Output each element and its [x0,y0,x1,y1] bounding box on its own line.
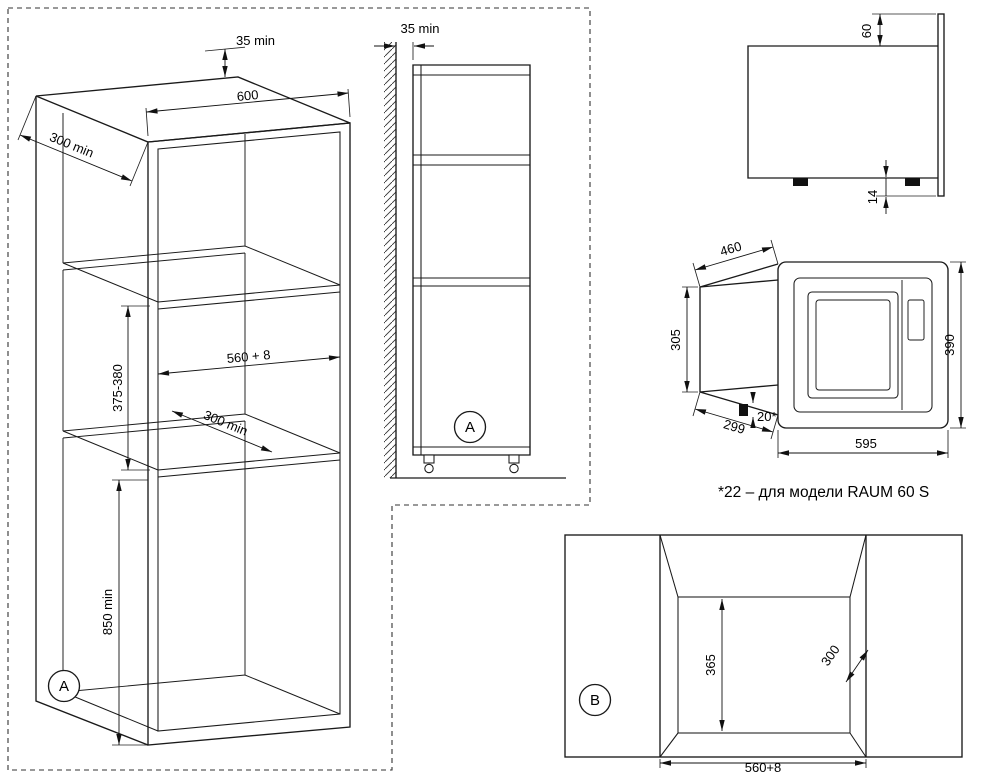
dim-top-overhang: 60 [859,24,874,38]
side-view-label-a: A [465,419,475,436]
cabinet-foot-right [508,454,520,464]
niche-depth-dim-line [171,410,273,453]
niche-width-dim-line [157,355,341,376]
model-footnote: *22 – для модели RAUM 60 S [718,484,929,501]
oven-door-window-outer [807,291,899,399]
lower-height-ext-lines [112,479,148,746]
view-label-a-circle [47,669,81,703]
niche-front-view: 365 300 560+8 B [564,534,963,775]
oven-3d-view: 460 305 299 20* 595 390 *22 – для модели… [668,238,966,501]
oven-depth-dim-line [694,246,774,271]
cabinet-front-face [147,122,351,746]
niche-panel-outline [564,534,963,758]
dim-oven-width: 595 [855,436,877,451]
oven-side-view: 60 14 [747,13,945,214]
oven-body-edges [699,263,779,416]
dim-lower-height: 850 min [100,589,115,635]
dim-oven-depth: 460 [718,238,743,259]
oven-body-side [747,45,938,179]
dim-cabinet-width: 600 [236,87,259,104]
niche-height-ext-lines [121,305,150,471]
width-dim-line [146,91,349,114]
depth-ext-lines [17,95,149,187]
view-label-b: B [590,692,600,709]
oven-front-frame [777,261,949,429]
view-label-a: A [59,678,69,695]
depth-dim-line [19,134,133,182]
dim-foot-height: 20* [757,409,777,424]
oven-front-frame-edge [937,13,945,197]
side-cabinet-outline [412,64,531,456]
cabinet-foot-right-roller [509,463,519,474]
dim-niche-b-height: 365 [703,654,718,676]
dim-niche-height: 375-380 [110,364,125,412]
dim-oven-bottom-depth: 299 [722,416,747,437]
cabinet-interior-lines [62,113,341,732]
view-label-b-circle [578,683,612,717]
niche-opening-edges [659,535,867,757]
cabinet-foot-left-roller [424,463,434,474]
dim-bottom-overhang: 14 [865,190,880,204]
oven-door-window-inner [815,299,891,391]
shelf-front-edges [157,284,341,478]
niche-depth-dim-line-b [845,649,869,683]
side-cabinet-panels [413,65,530,455]
cabinet-foot-left [423,454,435,464]
dim-niche-depth: 300 min [201,407,249,438]
oven-3d-foot [739,404,748,416]
dim-side-wall-gap: 35 min [400,21,439,36]
niche-perspective-lines [659,534,867,758]
cabinet-side-view: 35 min A [374,21,566,479]
cabinet-left-face [35,96,149,746]
oven-door [793,277,933,413]
oven-bottom-depth-dim-line [694,408,774,433]
oven-bottom-depth-ext-lines [692,391,779,440]
dim-niche-width: 560 + 8 [226,347,271,366]
control-panel-display [907,299,925,341]
oven-foot-right [905,178,920,186]
cabinet-top-face [35,76,351,143]
wall-hatching [384,42,396,478]
cabinet-front-opening [157,131,341,732]
dashed-boundary [7,7,591,771]
dim-oven-front-height: 390 [942,334,957,356]
oven-depth-ext-lines [692,239,779,288]
dim-niche-b-width: 560+8 [745,760,782,775]
dim-wall-gap: 35 min [236,33,275,48]
oven-body-height-ext-lines [682,286,698,393]
dim-oven-body-height: 305 [668,329,683,351]
dashed-outline [7,7,591,771]
oven-foot-left [793,178,808,186]
dim-niche-b-depth: 300 [818,642,843,668]
side-view-label-a-circle [453,410,487,444]
cabinet-front-view: 35 min 600 300 min 560 + 8 375-380 300 m… [17,33,351,746]
